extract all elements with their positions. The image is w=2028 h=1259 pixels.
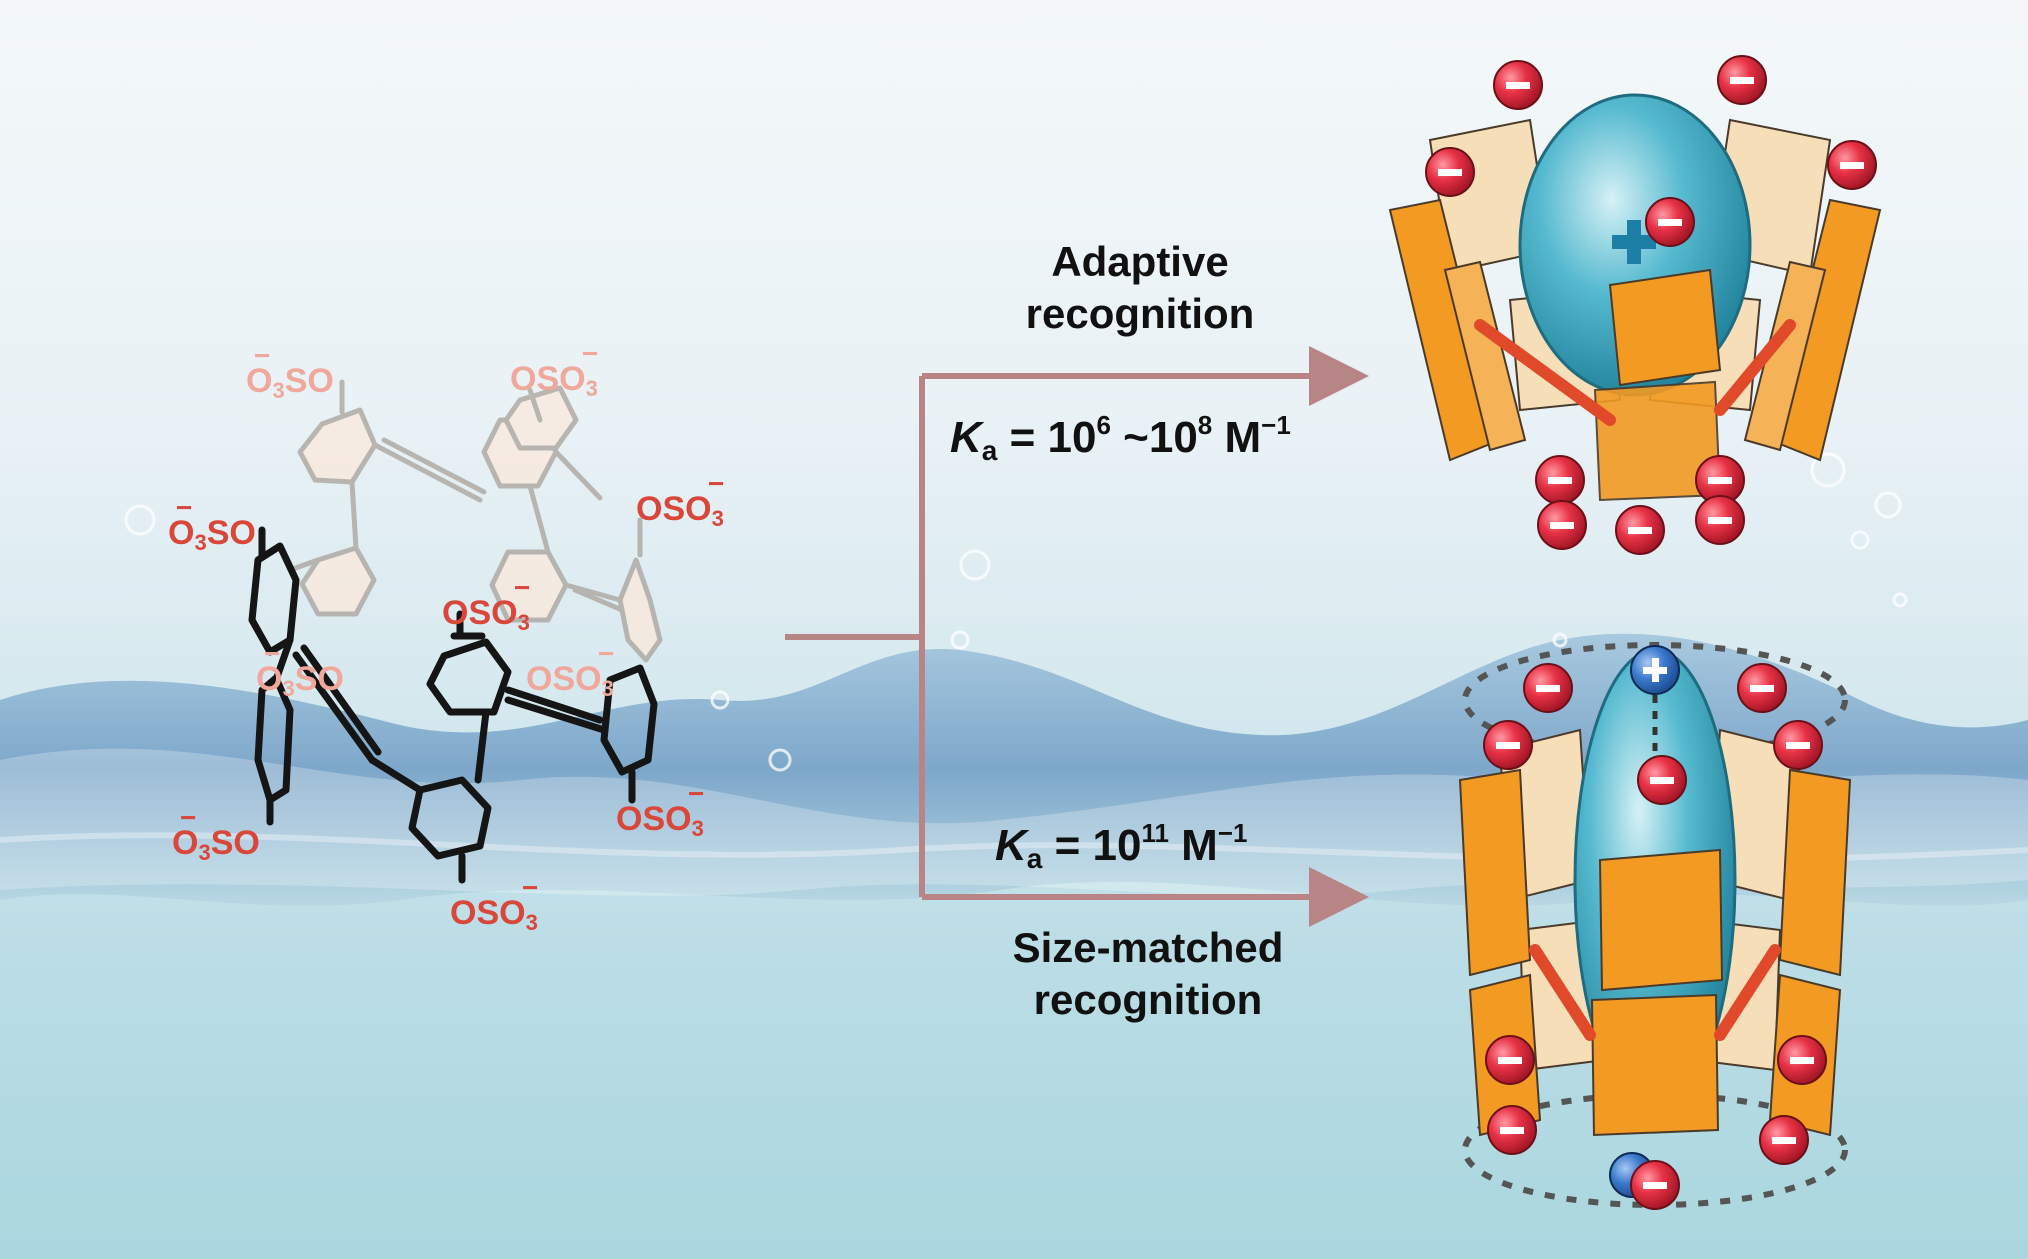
- sulfonate-label-3: −O3SO: [168, 492, 256, 555]
- sulfonate-label-10: OSO3−: [450, 872, 539, 935]
- sulfonate-label-2: OSO3−: [510, 338, 599, 401]
- sulfonate-label-5: OSO3−: [442, 572, 531, 635]
- adaptive-line-1: Adaptive: [1051, 238, 1229, 285]
- molecular-cage: [248, 379, 663, 884]
- adaptive-complex: [1388, 55, 1882, 555]
- reaction-arrows: [785, 346, 1369, 927]
- size-matched-complex: [1458, 642, 1852, 1210]
- size-matched-line-2: recognition: [1033, 976, 1263, 1023]
- sulfonate-label-8: OSO3−: [616, 778, 705, 841]
- sulfonate-label-4: OSO3−: [636, 468, 725, 531]
- ka-bottom-label: Ka = 1011 M−1: [995, 818, 1248, 874]
- sulfonate-label-9: −O3SO: [172, 802, 260, 865]
- adaptive-recognition-label: Adaptive recognition: [940, 236, 1340, 340]
- ka-top-label: Ka = 106 ~108 M−1: [950, 410, 1291, 466]
- sulfonate-label-1: −O3SO: [246, 340, 334, 403]
- size-matched-line-1: Size-matched: [1012, 924, 1284, 971]
- size-matched-recognition-label: Size-matched recognition: [948, 922, 1348, 1026]
- sulfonate-label-6: −O3SO: [256, 638, 344, 701]
- sulfonate-label-7: OSO3−: [526, 638, 615, 701]
- adaptive-line-2: recognition: [1025, 290, 1255, 337]
